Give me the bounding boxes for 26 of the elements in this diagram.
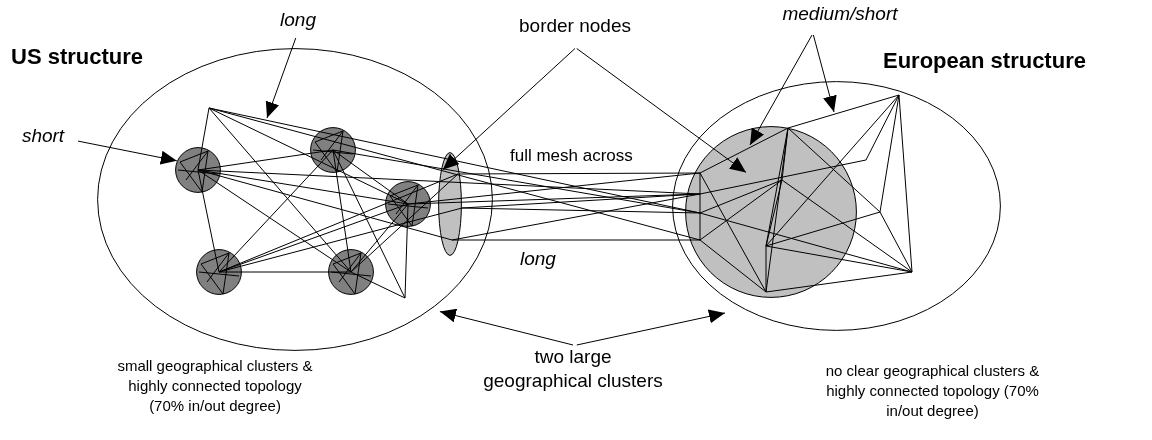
cluster-circle xyxy=(175,147,221,193)
cluster-circle xyxy=(685,126,857,298)
cluster-circle xyxy=(328,249,374,295)
annotation-label: border nodes xyxy=(490,14,660,44)
link-label: long xyxy=(520,248,556,270)
annotation-label: long xyxy=(270,8,326,38)
region-caption: small geographical clusters & highly connected topology (70% in/out degree) xyxy=(116,356,314,416)
leader-arrow xyxy=(576,309,726,346)
leader-arrow xyxy=(812,34,837,113)
leader-arrow xyxy=(439,308,574,346)
leader-arrow xyxy=(576,48,747,173)
cluster-circle xyxy=(310,127,356,173)
region-heading: US structure xyxy=(11,44,144,70)
link-label: full mesh across xyxy=(510,146,633,166)
leader-arrow xyxy=(265,37,297,119)
annotation-text: two large geographical clusters xyxy=(478,345,668,415)
annotation-label: medium/short xyxy=(770,2,910,32)
cluster-circle xyxy=(385,181,431,227)
cluster-circle xyxy=(196,249,242,295)
region-heading: European structure xyxy=(883,48,1086,74)
region-caption: no clear geographical clusters & highly connected topology (70% in/out degree) xyxy=(825,361,1040,421)
border-node-ellipse xyxy=(438,152,462,256)
leader-arrow xyxy=(77,140,178,165)
leader-arrow xyxy=(442,48,576,171)
annotation-label: short xyxy=(8,124,78,154)
leader-arrow xyxy=(749,34,813,146)
